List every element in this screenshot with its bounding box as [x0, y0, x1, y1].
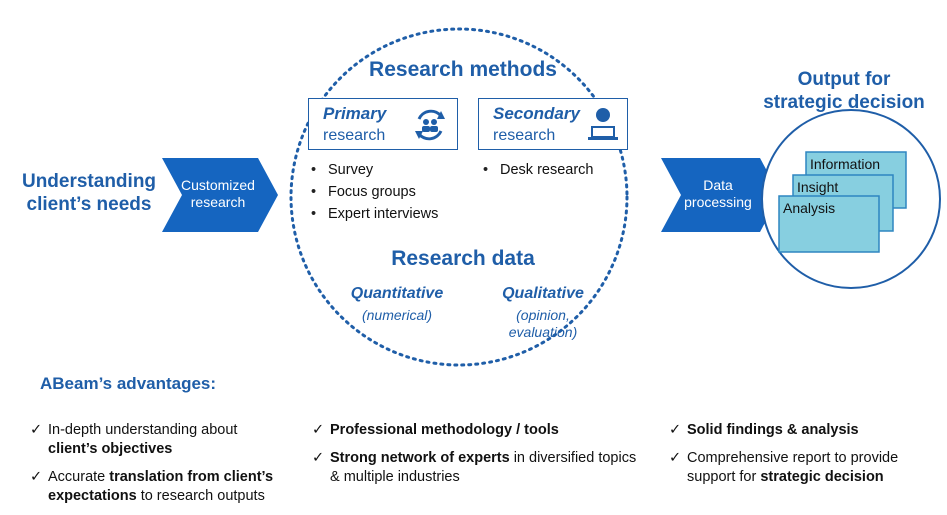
- primary-research-box: Primary research: [308, 98, 458, 150]
- quantitative-desc: (numerical): [361, 307, 432, 323]
- research-data-title: Research data: [391, 247, 535, 270]
- qualitative-label: Qualitative: [502, 285, 584, 302]
- check-icon: ✓: [669, 450, 682, 466]
- list-item: Expert interviews: [308, 203, 438, 225]
- team-cycle-icon: [415, 109, 445, 141]
- arrow-line2: research: [190, 194, 246, 210]
- adv-bold: Strong network of experts: [330, 450, 510, 466]
- primary-label: Primary: [323, 104, 387, 123]
- card-analysis-label: Analysis: [783, 200, 836, 216]
- qualitative-desc: (opinion, evaluation): [476, 307, 610, 341]
- research-circle: [289, 27, 629, 367]
- research-methods-title: Research methods: [369, 58, 557, 81]
- processing-line1: Data: [703, 177, 733, 193]
- qualitative-desc-line2: evaluation): [508, 324, 578, 340]
- list-item: ✓ Comprehensive report to provide suppor…: [669, 449, 939, 487]
- adv-text: In-depth understanding about: [48, 422, 238, 438]
- adv-bold: Professional methodology / tools: [330, 422, 559, 438]
- adv-text: in diversified topics & multiple industr…: [330, 450, 637, 485]
- primary-sub-label: research: [323, 127, 386, 144]
- data-processing-arrow: [661, 158, 780, 232]
- adv-text: Comprehensive report to provide support …: [687, 450, 899, 485]
- person-laptop-icon: [588, 108, 618, 140]
- adv-bold: client’s objectives: [48, 441, 173, 457]
- advantages-col3: ✓ Solid findings & analysis ✓ Comprehens…: [669, 421, 939, 496]
- output-title: Output for strategic decision: [752, 68, 936, 114]
- list-item: Survey: [308, 159, 438, 181]
- customized-research-arrow: [162, 158, 278, 232]
- check-icon: ✓: [669, 422, 682, 438]
- processing-line2: processing: [684, 194, 752, 210]
- output-title-line1: Output for: [797, 69, 891, 90]
- secondary-sub-label: research: [493, 127, 556, 144]
- check-icon: ✓: [312, 450, 325, 466]
- advantages-col1: ✓ In-depth understanding about client’s …: [30, 421, 302, 515]
- card-insight-label: Insight: [797, 179, 839, 195]
- adv-bold: Solid findings & analysis: [687, 422, 859, 438]
- secondary-methods-list: Desk research: [480, 159, 593, 181]
- check-icon: ✓: [312, 422, 325, 438]
- secondary-label: Secondary: [493, 104, 580, 123]
- arrow-line1: Customized: [181, 177, 255, 193]
- data-processing-label: Data processing: [670, 177, 766, 211]
- quantitative-label: Quantitative: [350, 285, 444, 302]
- understanding-title-line2: client’s needs: [26, 194, 152, 215]
- list-item: Desk research: [480, 159, 593, 181]
- qualitative-desc-line1: (opinion,: [516, 307, 570, 323]
- output-title-line2: strategic decision: [763, 92, 925, 113]
- secondary-research-box: Secondary research: [478, 98, 628, 150]
- check-icon: ✓: [30, 422, 43, 438]
- adv-text: to research outputs: [140, 488, 265, 504]
- list-item: ✓ Professional methodology / tools: [312, 421, 642, 440]
- understanding-title-line1: Understanding: [21, 171, 157, 192]
- card-analysis: [778, 195, 880, 253]
- advantages-col2: ✓ Professional methodology / tools ✓ Str…: [312, 421, 642, 496]
- list-item: Focus groups: [308, 181, 438, 203]
- adv-bold: translation from client’s expectations: [48, 469, 274, 504]
- adv-text: Accurate: [48, 469, 106, 485]
- list-item: ✓ Accurate translation from client’s exp…: [30, 468, 302, 506]
- list-item: ✓ Strong network of experts in diversifi…: [312, 449, 642, 487]
- customized-research-label: Customized research: [170, 177, 266, 211]
- advantages-heading: ABeam’s advantages:: [40, 374, 217, 393]
- primary-methods-list: Survey Focus groups Expert interviews: [308, 159, 438, 225]
- understanding-title: Understanding client’s needs: [10, 170, 168, 216]
- check-icon: ✓: [30, 469, 43, 485]
- list-item: ✓ Solid findings & analysis: [669, 421, 939, 440]
- list-item: ✓ In-depth understanding about client’s …: [30, 421, 302, 459]
- card-information-label: Information: [810, 156, 881, 172]
- adv-bold: strategic decision: [760, 469, 884, 485]
